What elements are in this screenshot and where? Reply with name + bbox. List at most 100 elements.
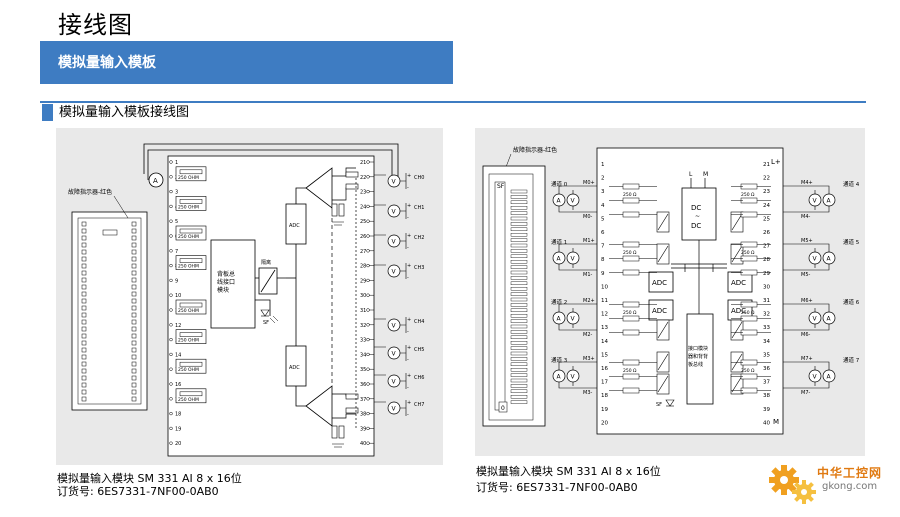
shunt-resistor <box>740 301 758 308</box>
terminal-number: 32 <box>763 312 770 318</box>
resistor-label: 250 OHM <box>178 204 199 210</box>
terminal-number: 26 <box>360 234 366 240</box>
module-slot <box>510 378 528 383</box>
left-caption-order: 订货号: 6ES7331-7NF00-0AB0 <box>57 485 219 498</box>
polarity-minus: - <box>407 245 409 251</box>
module-led <box>131 375 137 381</box>
shunt-resistor <box>622 359 640 366</box>
terminal-number: 20 <box>601 420 608 426</box>
module-led <box>81 319 87 325</box>
terminal-dot <box>169 189 173 194</box>
module-led <box>131 312 137 318</box>
terminal-dot <box>366 352 370 357</box>
polarity-minus: - <box>407 357 409 363</box>
left-backplane-label-1: 背板总 <box>217 270 235 278</box>
terminal-number: 4 <box>601 203 605 209</box>
module-led <box>131 249 137 255</box>
current-meter-symbol: A <box>557 316 562 323</box>
left-module-front <box>71 211 148 411</box>
module-led <box>81 396 87 402</box>
amplifier-bottom-icon <box>305 385 333 427</box>
terminal-number: 37 <box>360 397 366 403</box>
channel-label: 通道 5 <box>843 238 860 246</box>
left-backplane-box <box>210 239 256 329</box>
adc-1-box <box>648 271 674 293</box>
module-led <box>131 396 137 402</box>
adc-2-label: ADC <box>652 307 667 315</box>
terminal-dot <box>366 367 370 371</box>
shunt-resistor <box>622 183 640 190</box>
module-led <box>81 375 87 381</box>
terminal-number: 30 <box>763 284 770 290</box>
right-module-slots <box>510 189 528 404</box>
terminal-number: 27 <box>763 244 770 250</box>
terminal-number: 37 <box>763 380 770 386</box>
terminal-dot <box>169 411 173 416</box>
terminal-label: M2- <box>583 332 592 338</box>
terminal-number: 10 <box>601 284 608 290</box>
terminal-dot <box>169 337 173 342</box>
terminal-number: 31 <box>360 308 366 314</box>
shunt-resistor <box>740 269 758 276</box>
dc-top-label: DC <box>691 204 701 212</box>
terminal-label: M0- <box>583 214 592 220</box>
voltmeter-symbol: V <box>392 406 397 413</box>
terminal-number: 39 <box>360 426 366 432</box>
terminal-dot <box>366 219 370 223</box>
polarity-plus: + <box>407 203 411 209</box>
module-slot <box>510 319 528 323</box>
header-rule <box>40 101 866 103</box>
right-backplane-label-1: 接口模块 <box>688 345 708 352</box>
shunt-resistor <box>622 211 640 218</box>
terminal-number: 16 <box>601 366 608 372</box>
isolation-label: 隔离 <box>261 259 271 266</box>
terminal-number: 21 <box>763 162 770 168</box>
polarity-plus: + <box>407 317 411 323</box>
terminal-number: 20 <box>175 441 181 447</box>
terminal-dot <box>169 323 173 327</box>
voltmeter-symbol: V <box>392 351 397 358</box>
shunt-resistor <box>740 211 758 218</box>
terminal-number: 28 <box>763 257 770 263</box>
terminal-number: 33 <box>763 325 770 331</box>
terminal-dot <box>169 263 173 268</box>
shunt-resistor <box>740 241 758 248</box>
terminal-dot <box>169 367 173 371</box>
terminal-label: M7+ <box>801 356 813 362</box>
shunt-resistor <box>740 329 758 336</box>
terminal-label: M4- <box>801 214 810 220</box>
terminal-dot <box>366 249 370 253</box>
resistor-label: 250 Ω <box>741 368 755 374</box>
shunt-resistor <box>622 241 640 248</box>
terminal-dot <box>169 382 173 386</box>
terminal-dot <box>366 293 370 297</box>
l-label: L <box>689 171 693 178</box>
voltmeter-symbol: V <box>392 323 397 330</box>
terminal-number: 3 <box>175 190 178 196</box>
module-led <box>131 319 137 325</box>
module-slot <box>510 292 528 296</box>
right-backplane-box <box>686 313 714 405</box>
module-slot <box>510 308 528 313</box>
terminal-number: 38 <box>360 412 366 418</box>
terminal-dot <box>169 175 173 179</box>
channel-label: CH0 <box>414 175 424 181</box>
terminal-number: 26 <box>763 230 770 236</box>
module-led <box>131 298 137 304</box>
polarity-plus: + <box>407 233 411 239</box>
terminal-dot <box>169 397 173 401</box>
resistor-label: 250 Ω <box>623 310 637 316</box>
module-slot <box>510 254 528 259</box>
terminal-number: 21 <box>360 160 366 166</box>
module-led <box>81 263 87 269</box>
terminal-number: 22 <box>360 175 366 181</box>
channel-label: CH5 <box>414 347 424 353</box>
left-backplane-label-3: 模块 <box>217 286 229 294</box>
shunt-resistor <box>622 197 640 204</box>
module-slot <box>510 362 528 367</box>
sf-led-icon <box>260 309 279 324</box>
terminal-dot <box>169 352 173 357</box>
voltmeter-symbol: V <box>392 239 397 246</box>
